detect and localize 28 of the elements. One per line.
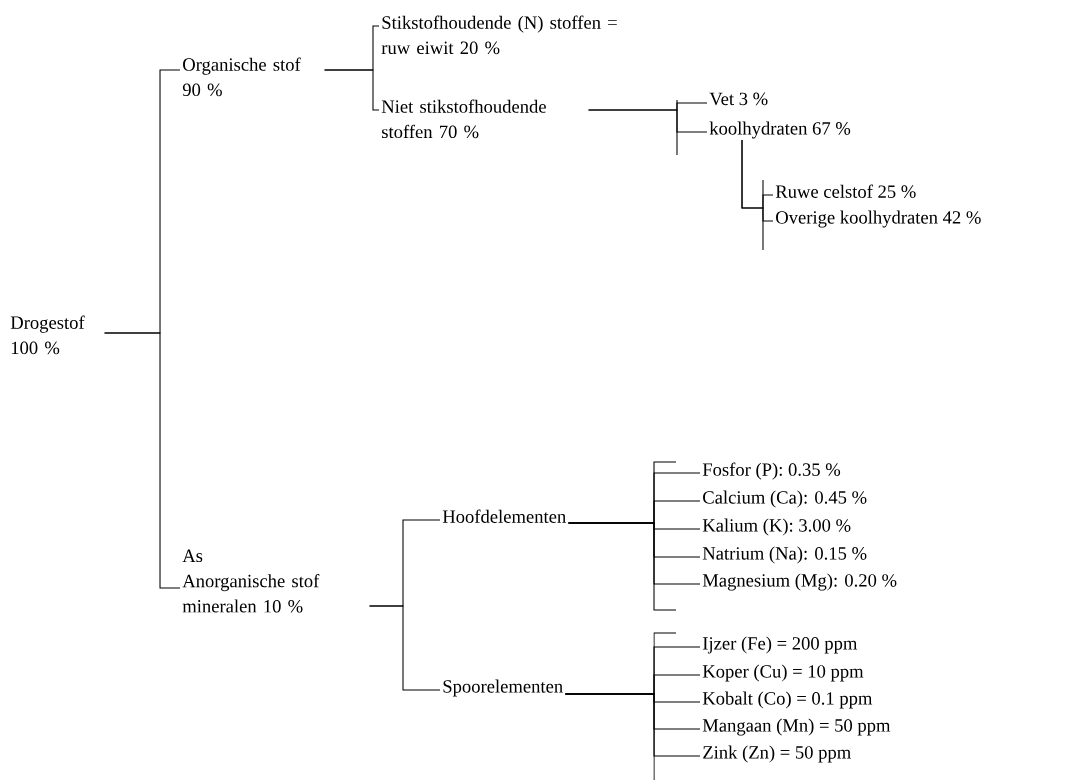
tree-label: Magnesium (Mg): 0.20 % bbox=[702, 573, 897, 591]
tree-label: Kalium (K): 3.00 % bbox=[702, 518, 851, 536]
tree-label: Ruwe celstof 25 % bbox=[775, 184, 916, 198]
tree-label: Stikstofhoudende (N) stoffen = ruw eiwit 20 % bbox=[381, 15, 617, 55]
tree-label: Overige koolhydraten 42 % bbox=[776, 210, 981, 228]
tree-label: Hoofdelementen bbox=[442, 509, 566, 523]
connector-line bbox=[567, 522, 701, 585]
tree-label: koolhydraten 67 % bbox=[709, 121, 851, 139]
connector-line bbox=[588, 109, 708, 133]
tree-label: Fosfor (P): 0.35 % bbox=[702, 462, 841, 480]
tree-label: Ijzer (Fe) = 200 ppm bbox=[702, 636, 858, 654]
tree-label: Zink (Zn) = 50 ppm bbox=[703, 745, 851, 763]
tree-label: Organische stof 90 % bbox=[182, 57, 301, 97]
connector-line bbox=[104, 332, 181, 589]
tree-label: Vet 3 % bbox=[709, 92, 768, 106]
connector-line bbox=[564, 693, 701, 757]
tree-label: Drogestof 100 % bbox=[10, 315, 85, 355]
tree-label: Calcium (Ca): 0.45 % bbox=[703, 490, 867, 508]
tree-label: Niet stikstofhoudende stoffen 70 % bbox=[381, 99, 546, 139]
tree-label: Mangaan (Mn) = 50 ppm bbox=[702, 718, 891, 736]
tree-label: Natrium (Na): 0.15 % bbox=[702, 546, 867, 564]
connector-line bbox=[369, 605, 441, 691]
tree-label: Spoorelementen bbox=[443, 679, 563, 697]
tree-label: As Anorganische stof mineralen 10 % bbox=[182, 549, 320, 613]
tree-label: Kobalt (Co) = 0.1 ppm bbox=[702, 691, 873, 709]
connector-line bbox=[741, 139, 774, 222]
tree-label: Koper (Cu) = 10 ppm bbox=[702, 664, 864, 682]
connector-line bbox=[324, 69, 380, 111]
